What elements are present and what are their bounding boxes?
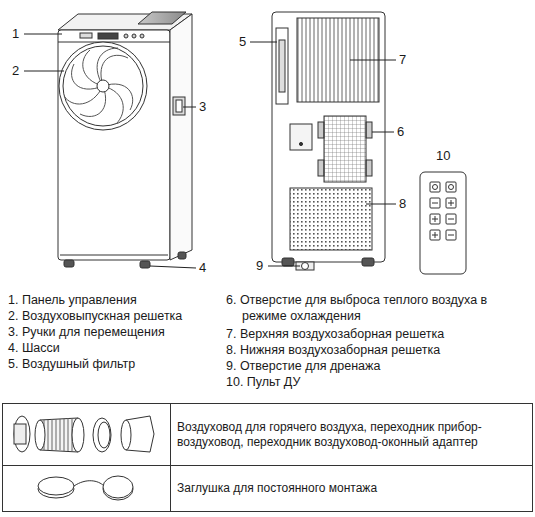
front-unit-shape [178, 252, 186, 259]
front-unit-shape [124, 34, 128, 38]
front-unit [58, 12, 192, 268]
back-unit-shape [318, 160, 324, 176]
accessory-table-shape [3, 465, 533, 466]
leader-lines [24, 34, 396, 268]
part-list-item: 7. Верхняя воздухозаборная решетка [226, 326, 532, 342]
front-unit-shape [98, 33, 118, 39]
leader-lines-shape [250, 42, 277, 43]
part-list-item: 9. Отверстие для дренажа [226, 358, 532, 374]
accessory-table-shape [170, 404, 171, 512]
back-unit-shape [366, 122, 372, 138]
leader-lines-shape [183, 107, 196, 108]
callout-number: 3 [199, 99, 213, 115]
back-unit-shape [272, 12, 385, 262]
duct-parts-shape [14, 424, 26, 444]
back-unit [272, 12, 385, 270]
front-unit-shape [173, 97, 185, 115]
duct-parts-shape [14, 416, 30, 452]
remote-control-shape [420, 172, 466, 274]
back-unit-shape [290, 188, 372, 250]
callout-number: 8 [399, 196, 413, 212]
front-unit-shape [138, 12, 186, 24]
plug-part [38, 476, 133, 500]
duct-parts-shape [72, 418, 84, 452]
duct-parts-shape [93, 418, 111, 452]
leader-lines-shape [150, 266, 196, 268]
leader-lines-shape [350, 60, 396, 61]
leader-lines-shape [24, 34, 62, 35]
front-unit-shape [97, 80, 109, 92]
front-unit-shape [60, 255, 168, 256]
callout-number: 5 [239, 34, 253, 50]
callout-number: 2 [12, 63, 26, 79]
part-list-item: 2. Воздуховыпускная решетка [8, 308, 234, 324]
callout-number: 7 [399, 52, 413, 68]
front-unit-shape [170, 14, 192, 260]
back-unit-shape [362, 258, 374, 266]
part-list-item: 6. Отверстие для выброса теплого воздуха… [226, 292, 510, 324]
remote-control-shape [433, 185, 438, 190]
back-unit-shape [279, 40, 285, 92]
remote-control-shape [449, 185, 454, 190]
table-cell: Заглушка для постоянного монтажа [177, 481, 525, 496]
remote-control-shape [432, 200, 454, 238]
table-cell: Воздуховод для горячего воздуха, переход… [177, 420, 525, 450]
front-unit-shape [59, 42, 147, 130]
remote-control [420, 172, 466, 274]
front-unit-shape [140, 34, 144, 38]
front-unit-shape [63, 46, 143, 126]
remote-control-shape [446, 182, 456, 192]
callout-number: 1 [12, 26, 26, 42]
back-unit-shape [302, 263, 309, 270]
front-unit-shape [80, 33, 92, 38]
duct-parts-shape [44, 418, 76, 451]
front-unit-shape [58, 30, 170, 260]
duct-parts-shape [121, 420, 131, 450]
duct-parts [14, 416, 154, 452]
plug-part-shape [74, 481, 104, 486]
callout-number: 4 [199, 260, 213, 276]
leader-lines-shape [24, 71, 64, 72]
front-unit-shape [64, 48, 133, 124]
back-unit-shape [366, 160, 372, 176]
back-unit-shape [290, 124, 312, 150]
plug-part-shape [38, 477, 74, 495]
callout-number: 10 [436, 148, 458, 164]
back-unit-shape [318, 122, 324, 138]
accessory-table [3, 404, 533, 512]
part-list-item: 8. Нижняя воздухозаборная решетка [226, 342, 532, 358]
leader-lines-shape [372, 132, 394, 133]
accessory-table-shape [3, 404, 533, 512]
plug-part-shape [103, 476, 133, 498]
part-list-item: 1. Панель управления [8, 292, 234, 308]
part-list-item: 3. Ручки для перемещения [8, 324, 234, 340]
duct-parts-shape [35, 420, 45, 450]
part-list-item: 4. Шасси [8, 340, 234, 356]
back-unit-shape [276, 28, 288, 104]
part-list-item: 5. Воздушный фильтр [8, 356, 234, 372]
back-unit-shape [324, 116, 366, 182]
remote-control-shape [430, 182, 440, 192]
back-unit-shape [282, 258, 294, 266]
front-unit-shape [132, 34, 136, 38]
front-unit-shape [64, 260, 74, 267]
duct-parts-shape [98, 422, 110, 448]
leader-lines-shape [268, 266, 300, 267]
callout-number: 6 [397, 124, 411, 140]
part-list-item: 10. Пульт ДУ [226, 374, 532, 390]
front-unit-shape [58, 42, 170, 43]
front-unit-shape [176, 100, 182, 112]
front-unit-shape [140, 261, 150, 268]
callout-number: 9 [256, 258, 270, 274]
leader-lines-shape [366, 204, 396, 205]
back-unit-shape [299, 142, 302, 145]
